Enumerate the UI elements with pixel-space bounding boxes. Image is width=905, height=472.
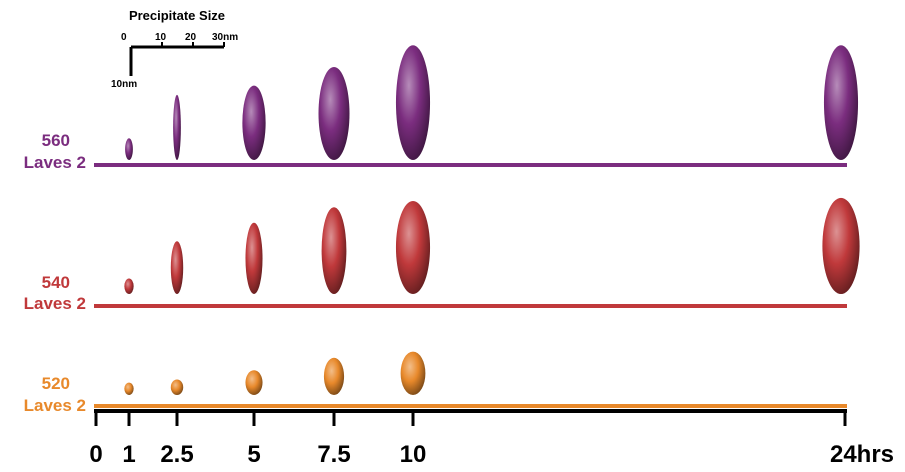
precipitate-560-t1 [125,138,133,160]
scale-bar-tick-label: 10 [155,32,167,43]
series-label-560-name: Laves 2 [24,153,86,172]
series-labels: 560 Laves 2 540 Laves 2 520 Laves 2 [24,131,86,415]
series-baselines [94,163,847,408]
precipitates [124,45,860,395]
time-tick-label: 10 [400,441,427,468]
precipitate-540-t5 [245,222,263,294]
time-tick-label: 7.5 [317,441,350,468]
series-label-560-number: 560 [42,131,70,150]
time-tick-label: 0 [89,441,102,468]
precipitate-540-t1 [124,278,134,294]
scale-bar-tick-label: 30nm [212,32,238,43]
scale-bar-title: Precipitate Size [129,8,225,23]
precipitate-560-t5 [242,85,266,160]
precipitate-560-t10 [395,45,431,160]
time-tick-label: 24hrs [830,441,894,468]
precipitate-560-t24hrs [823,45,859,160]
precipitate-520-t2.5 [170,379,184,395]
precipitate-540-t7.5 [321,207,347,294]
series-label-540-name: Laves 2 [24,294,86,313]
time-tick-label: 2.5 [160,441,193,468]
time-tick-label: 5 [247,441,260,468]
scale-bar-tick-label: 20 [185,32,197,43]
precipitate-560-t2.5 [173,94,181,160]
precipitate-520-t5 [245,370,263,395]
precipitate-520-t7.5 [323,357,345,395]
scale-bar-vertical-label: 10nm [111,79,137,90]
scale-bar: Precipitate Size 0 10 20 30nm 10nm [111,8,238,90]
precipitate-520-t10 [400,351,426,395]
precipitate-540-t24hrs [822,197,860,294]
series-label-520-number: 520 [42,374,70,393]
series-label-540-number: 540 [42,273,70,292]
precipitate-540-t10 [395,201,431,294]
precipitate-560-t7.5 [318,67,350,160]
scale-bar-tick-label: 0 [121,32,127,43]
precipitate-520-t1 [124,382,134,395]
time-axis: 0 1 2.5 5 7.5 10 24hrs [89,409,894,468]
time-tick-label: 1 [122,441,135,468]
precipitate-540-t2.5 [170,241,184,294]
series-label-520-name: Laves 2 [24,396,86,415]
